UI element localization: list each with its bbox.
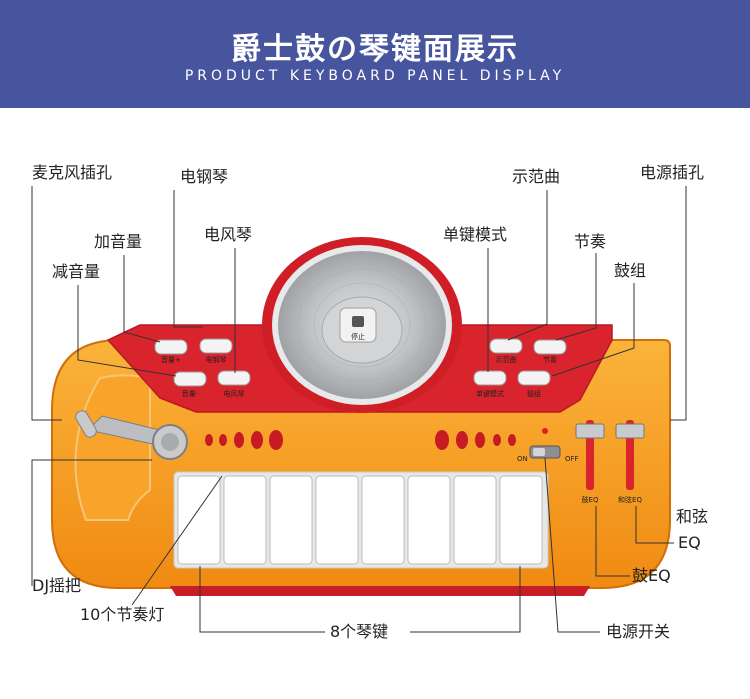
elec-piano-button[interactable] xyxy=(199,338,233,354)
callout-rhythm: 节奏 xyxy=(574,232,607,251)
vol-down-button[interactable] xyxy=(173,371,207,387)
power-led xyxy=(542,428,548,434)
rhythm-label: 节奏 xyxy=(543,355,557,364)
elec-organ-button[interactable] xyxy=(217,370,251,386)
dj-handle-grip xyxy=(75,410,97,438)
leader-volume-up xyxy=(123,255,161,343)
leader-piano-keys-right xyxy=(410,566,521,633)
stop-icon xyxy=(352,316,364,327)
callout-power-switch: 电源开关 xyxy=(606,622,671,641)
callout-power-jack: 电源插孔 xyxy=(640,163,705,182)
leader-chord-eq xyxy=(635,506,674,544)
leader-mic-jack xyxy=(31,186,62,421)
vol-down-label: 音量- xyxy=(182,389,199,398)
power-switch-knob xyxy=(533,448,545,456)
callout-demo-song: 示范曲 xyxy=(512,167,561,186)
leader-drum-eq xyxy=(595,506,630,577)
elec-piano-label: 电钢琴 xyxy=(206,355,227,364)
vol-up-label: 音量+ xyxy=(161,355,181,364)
dj-handle-knob-center xyxy=(161,433,179,451)
drum-eq-label: 鼓EQ xyxy=(582,495,599,504)
single-mode-button[interactable] xyxy=(473,370,507,386)
rhythm-light xyxy=(251,431,263,449)
leader-demo-song xyxy=(507,190,548,341)
rhythm-light xyxy=(456,431,468,449)
rhythm-light xyxy=(493,434,501,446)
callout-drum-set: 鼓组 xyxy=(614,261,647,280)
rhythm-light xyxy=(269,430,283,450)
stop-label: 停止 xyxy=(351,332,365,341)
chord-eq-slider[interactable] xyxy=(615,423,645,439)
rhythm-light xyxy=(508,434,516,446)
demo-label: 示范曲 xyxy=(496,355,517,364)
callout-piano-keys: 8个琴键 xyxy=(330,622,389,641)
callout-chord-eq-line2: EQ xyxy=(678,533,701,552)
elec-organ-label: 电风琴 xyxy=(224,389,245,398)
leader-dj-handle xyxy=(31,459,152,586)
disc-groove xyxy=(297,268,427,382)
callout-drum-eq: 鼓EQ xyxy=(632,566,671,585)
rhythm-light xyxy=(219,434,227,446)
disc-groove xyxy=(313,282,411,368)
callout-rhythm-lights: 10个节奏灯 xyxy=(80,605,165,624)
switch-off-label: OFF xyxy=(565,455,579,463)
piano-key[interactable] xyxy=(361,475,405,565)
rhythm-light xyxy=(234,432,244,448)
vol-up-button[interactable] xyxy=(154,339,188,355)
callout-electric-piano: 电钢琴 xyxy=(180,167,229,186)
piano-key[interactable] xyxy=(223,475,267,565)
piano-key[interactable] xyxy=(315,475,359,565)
callout-electric-organ: 电风琴 xyxy=(204,225,253,244)
callout-mic-jack: 麦克风插孔 xyxy=(32,163,113,182)
leader-rhythm xyxy=(555,253,597,341)
page-subtitle: PRODUCT KEYBOARD PANEL DISPLAY xyxy=(184,68,566,84)
rhythm-light xyxy=(475,432,485,448)
drums-button[interactable] xyxy=(517,370,551,386)
header-banner: 爵士鼓の琴键面展示 PRODUCT KEYBOARD PANEL DISPLAY xyxy=(0,0,750,108)
leader-lines xyxy=(31,186,687,633)
single-mode-label: 单键模式 xyxy=(476,389,504,398)
rhythm-light xyxy=(435,430,449,450)
demo-button[interactable] xyxy=(489,338,523,354)
drum-eq-slider[interactable] xyxy=(575,423,605,439)
piano-key[interactable] xyxy=(177,475,221,565)
leader-volume-down xyxy=(77,285,177,377)
callout-chord-eq-line1: 和弦 xyxy=(676,507,709,526)
piano-key[interactable] xyxy=(269,475,313,565)
leader-piano-keys-left xyxy=(199,566,325,633)
callout-single-key-mode: 单键模式 xyxy=(443,225,508,244)
piano-key[interactable] xyxy=(453,475,497,565)
leader-electric-piano xyxy=(173,190,203,328)
piano-keys xyxy=(177,475,543,565)
callout-volume-up: 加音量 xyxy=(94,232,143,251)
callout-dj-handle: DJ摇把 xyxy=(32,576,82,595)
leader-power-switch xyxy=(544,457,600,633)
rhythm-lights xyxy=(205,430,516,450)
switch-on-label: ON xyxy=(517,455,528,463)
rhythm-light xyxy=(205,434,213,446)
chord-eq-label: 和弦EQ xyxy=(618,495,642,504)
rhythm-button[interactable] xyxy=(533,339,567,355)
leader-rhythm-lights xyxy=(131,475,223,606)
piano-key[interactable] xyxy=(499,475,543,565)
dj-handle[interactable] xyxy=(74,409,188,460)
page-title: 爵士鼓の琴键面展示 xyxy=(231,32,519,67)
leader-drum-set xyxy=(551,283,635,377)
body-rim xyxy=(170,586,590,596)
leader-power-jack xyxy=(670,186,687,421)
drums-label: 鼓组 xyxy=(527,389,541,398)
piano-key[interactable] xyxy=(407,475,451,565)
callout-volume-down: 减音量 xyxy=(52,262,101,281)
